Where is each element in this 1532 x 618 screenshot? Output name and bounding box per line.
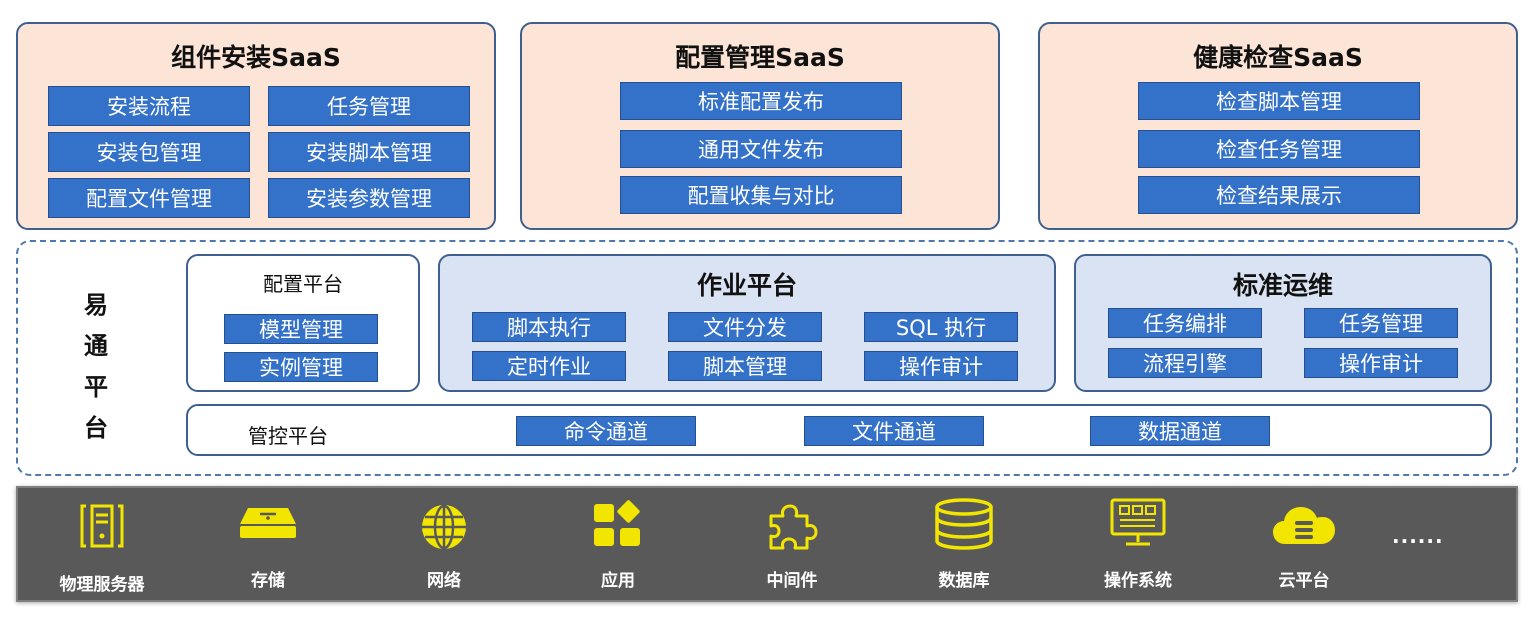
platform-title: 易 通 平 台 [76, 285, 116, 449]
item-check-task-mgmt: 检查任务管理 [1138, 130, 1420, 168]
item-config-collect-compare: 配置收集与对比 [620, 176, 902, 214]
item-command-channel: 命令通道 [516, 416, 696, 446]
item-install-param-mgmt: 安装参数管理 [268, 178, 470, 218]
infra-database: 数据库 [904, 488, 1024, 604]
item-install-flow: 安装流程 [48, 86, 250, 126]
standard-ops: 标准运维 任务编排 任务管理 流程引擎 操作审计 [1074, 254, 1492, 392]
job-platform-title: 作业平台 [696, 271, 797, 300]
platform-title-char: 平 [84, 373, 108, 401]
saas-health-check: 健康检查SaaS 检查脚本管理 检查任务管理 检查结果展示 [1038, 22, 1518, 230]
item-file-distribute: 文件分发 [668, 312, 822, 342]
item-script-mgmt: 脚本管理 [668, 351, 822, 381]
item-operation-audit: 操作审计 [864, 351, 1018, 381]
control-platform-title: 管控平台 [248, 424, 328, 448]
platform-title-char: 台 [84, 414, 108, 442]
job-platform: 作业平台 脚本执行 文件分发 SQL 执行 定时作业 脚本管理 操作审计 [438, 254, 1056, 392]
item-sql-exec: SQL 执行 [864, 312, 1018, 342]
item-check-result-display: 检查结果展示 [1138, 176, 1420, 214]
item-ops-task-mgmt: 任务管理 [1304, 308, 1458, 338]
infra-label: 应用 [601, 571, 635, 591]
more-ellipsis: ...... [1392, 524, 1444, 548]
infra-network: 网络 [384, 488, 504, 604]
item-task-orchestration: 任务编排 [1108, 308, 1262, 338]
platform-title-char: 易 [84, 291, 108, 319]
item-instance-mgmt: 实例管理 [224, 352, 378, 382]
infra-label: 物理服务器 [59, 575, 145, 595]
saas-title: 配置管理SaaS [675, 43, 845, 72]
infra-middleware: 中间件 [732, 488, 852, 604]
infra-cloud: 云平台 [1244, 488, 1364, 604]
saas-title: 健康检查SaaS [1193, 43, 1363, 72]
infra-label: 网络 [427, 571, 461, 591]
infra-label: 云平台 [1278, 571, 1330, 591]
item-common-file-publish: 通用文件发布 [620, 130, 902, 168]
item-standard-config-publish: 标准配置发布 [620, 82, 902, 120]
saas-title: 组件安装SaaS [171, 43, 341, 72]
item-flow-engine: 流程引擎 [1108, 348, 1262, 378]
standard-ops-title: 标准运维 [1232, 271, 1333, 300]
item-model-mgmt: 模型管理 [224, 314, 378, 344]
config-platform: 配置平台 模型管理 实例管理 [186, 254, 420, 392]
item-data-channel: 数据通道 [1090, 416, 1270, 446]
infra-label: 存储 [251, 571, 285, 591]
item-install-script-mgmt: 安装脚本管理 [268, 132, 470, 172]
item-scheduled-job: 定时作业 [472, 351, 626, 381]
infra-physical-server: 物理服务器 [42, 488, 162, 604]
item-check-script-mgmt: 检查脚本管理 [1138, 82, 1420, 120]
platform-title-char: 通 [84, 332, 108, 360]
infra-storage: 存储 [208, 488, 328, 604]
item-config-file-mgmt: 配置文件管理 [48, 178, 250, 218]
saas-component-install: 组件安装SaaS 安装流程 任务管理 安装包管理 安装脚本管理 配置文件管理 安… [16, 22, 496, 230]
item-task-mgmt: 任务管理 [268, 86, 470, 126]
infra-os: 操作系统 [1078, 488, 1198, 604]
infra-application: 应用 [558, 488, 678, 604]
infra-label: 操作系统 [1104, 571, 1172, 591]
control-platform: 管控平台 命令通道 文件通道 数据通道 [186, 404, 1492, 456]
item-ops-audit: 操作审计 [1304, 348, 1458, 378]
infra-label: 中间件 [766, 571, 818, 591]
infrastructure-bar: 物理服务器 存储 网络 [16, 486, 1518, 602]
item-file-channel: 文件通道 [804, 416, 984, 446]
saas-config-mgmt: 配置管理SaaS 标准配置发布 通用文件发布 配置收集与对比 [520, 22, 1000, 230]
config-platform-title: 配置平台 [263, 272, 343, 296]
item-script-exec: 脚本执行 [472, 312, 626, 342]
infra-label: 数据库 [938, 571, 990, 591]
item-package-mgmt: 安装包管理 [48, 132, 250, 172]
